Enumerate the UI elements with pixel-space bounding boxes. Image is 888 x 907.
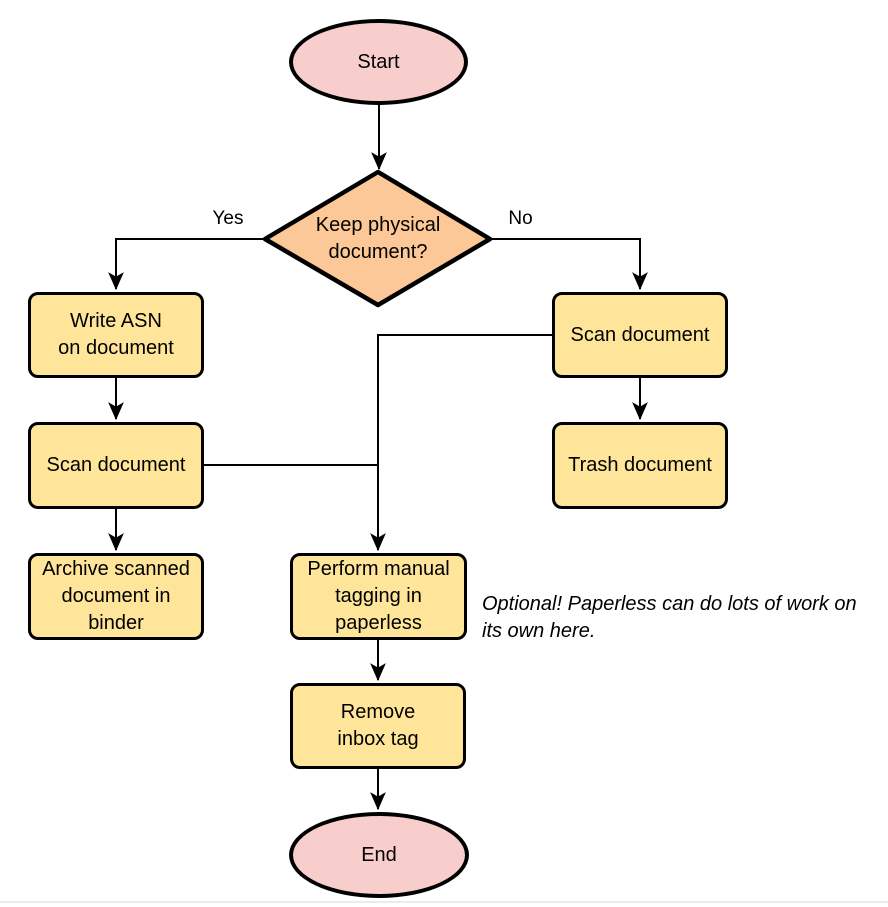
flow-node-start: Start (289, 19, 468, 105)
edge-scan-right-to-tagging (370, 334, 552, 552)
flow-node-trash-document: Trash document (552, 422, 728, 509)
optional-note: Optional! Paperless can do lots of work … (482, 593, 857, 642)
flow-node-remove-inbox-tag: Remove inbox tag (290, 683, 466, 769)
edge-decision-yes-to-write-asn (108, 238, 265, 291)
flow-node-write-asn: Write ASN on document (28, 292, 204, 378)
flow-node-archive-binder: Archive scanned document in binder (28, 553, 204, 640)
edge-decision-no-to-scan-right (490, 238, 648, 291)
flow-node-end: End (289, 812, 469, 898)
flow-node-decision-label: Keep physical document? (315, 214, 441, 263)
flow-node-manual-tagging: Perform manual tagging in paperless (290, 553, 467, 640)
flow-node-scan-document-left: Scan document (28, 422, 204, 509)
flow-node-scan-document-right: Scan document (552, 292, 728, 378)
page-bottom-divider (0, 901, 888, 903)
edge-label-no: No (508, 208, 533, 229)
edge-label-yes: Yes (212, 208, 244, 229)
decision-diamond-shape (262, 169, 493, 308)
